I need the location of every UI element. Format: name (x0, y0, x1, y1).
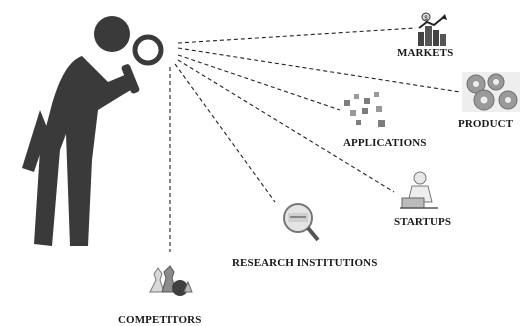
line-to-products (177, 47, 461, 93)
market-growth-icon: $ (418, 12, 447, 46)
person-with-magnifying-glass-icon (22, 16, 164, 246)
competitors-label: COMPETITORS (118, 314, 202, 326)
research-institutions-label: RESEARCH INSTITUTIONS (232, 257, 378, 269)
connector-lines (169, 27, 461, 252)
products-label: PRODUCT (458, 118, 514, 130)
magnified-research-icon (283, 203, 320, 242)
line-to-markets (177, 27, 416, 44)
person-with-laptop-icon (400, 171, 438, 209)
applications-label: APPLICATIONS (343, 137, 427, 149)
line-to-research (174, 63, 276, 203)
startups-label: STARTUPS (394, 216, 452, 228)
chess-pieces-icon (149, 265, 193, 296)
line-to-applications (177, 54, 341, 111)
svg-text:$: $ (424, 16, 428, 22)
cubes-icon (344, 92, 385, 127)
gears-icon (462, 72, 520, 112)
markets-label: MARKETS (397, 47, 454, 59)
line-to-startups (177, 59, 395, 193)
